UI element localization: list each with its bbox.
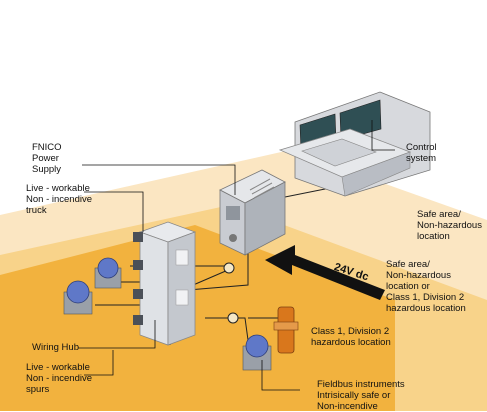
fieldbus-instrument-2: [63, 280, 93, 315]
fieldbus-instrument-3: [242, 334, 272, 371]
label-live-spurs: Live - workable Non - incendive spurs: [26, 362, 93, 395]
fnico-power-supply: [219, 169, 286, 256]
wiring-hub: [133, 221, 197, 346]
label-live-truck: Live - workable Non - incendive truck: [26, 183, 93, 216]
label-division-2-area: Safe area/ Non-hazardous location or Cla…: [386, 259, 466, 314]
control-system-workstation: [278, 91, 431, 197]
label-safe-area: Safe area/ Non-hazardous location: [417, 209, 482, 242]
cable-junction: [223, 262, 235, 274]
label-power-supply: FNICO Power Supply: [32, 142, 62, 175]
label-control-system: Control system: [406, 142, 437, 164]
label-wiring-hub: Wiring Hub: [32, 342, 79, 353]
fieldbus-instrument-1: [94, 257, 122, 289]
fieldbus-instrument-4: [273, 306, 299, 354]
24v-dc-arrow: [265, 245, 385, 300]
callout-lines: [78, 120, 395, 391]
cable-junction: [227, 312, 239, 324]
label-class1-division2: Class 1, Division 2 hazardous location: [311, 326, 391, 348]
label-fieldbus-instruments: Fieldbus instruments Intrisically safe o…: [317, 379, 405, 412]
